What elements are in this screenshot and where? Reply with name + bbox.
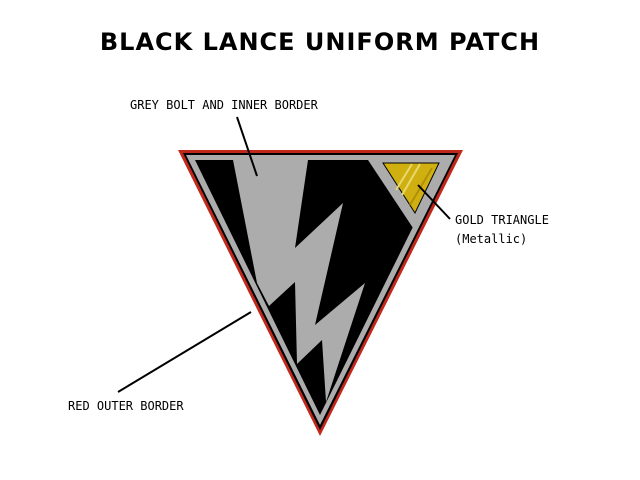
gold-shadow	[409, 167, 433, 206]
label-red-border: RED OUTER BORDER	[68, 399, 184, 413]
gold-triangle	[382, 162, 440, 215]
label-gold-note: (Metallic)	[455, 232, 528, 246]
gold-highlight	[395, 163, 413, 191]
gold-highlight	[401, 163, 421, 196]
grey-bolt	[233, 160, 365, 402]
leader-line-red	[117, 311, 252, 393]
leader-line-grey	[236, 116, 258, 177]
diagram-title: BLACK LANCE UNIFORM PATCH	[99, 28, 541, 56]
leader-line-gold	[417, 184, 451, 220]
label-gold-triangle: GOLD TRIANGLE	[455, 213, 549, 227]
label-grey-bolt: GREY BOLT AND INNER BORDER	[130, 98, 318, 112]
